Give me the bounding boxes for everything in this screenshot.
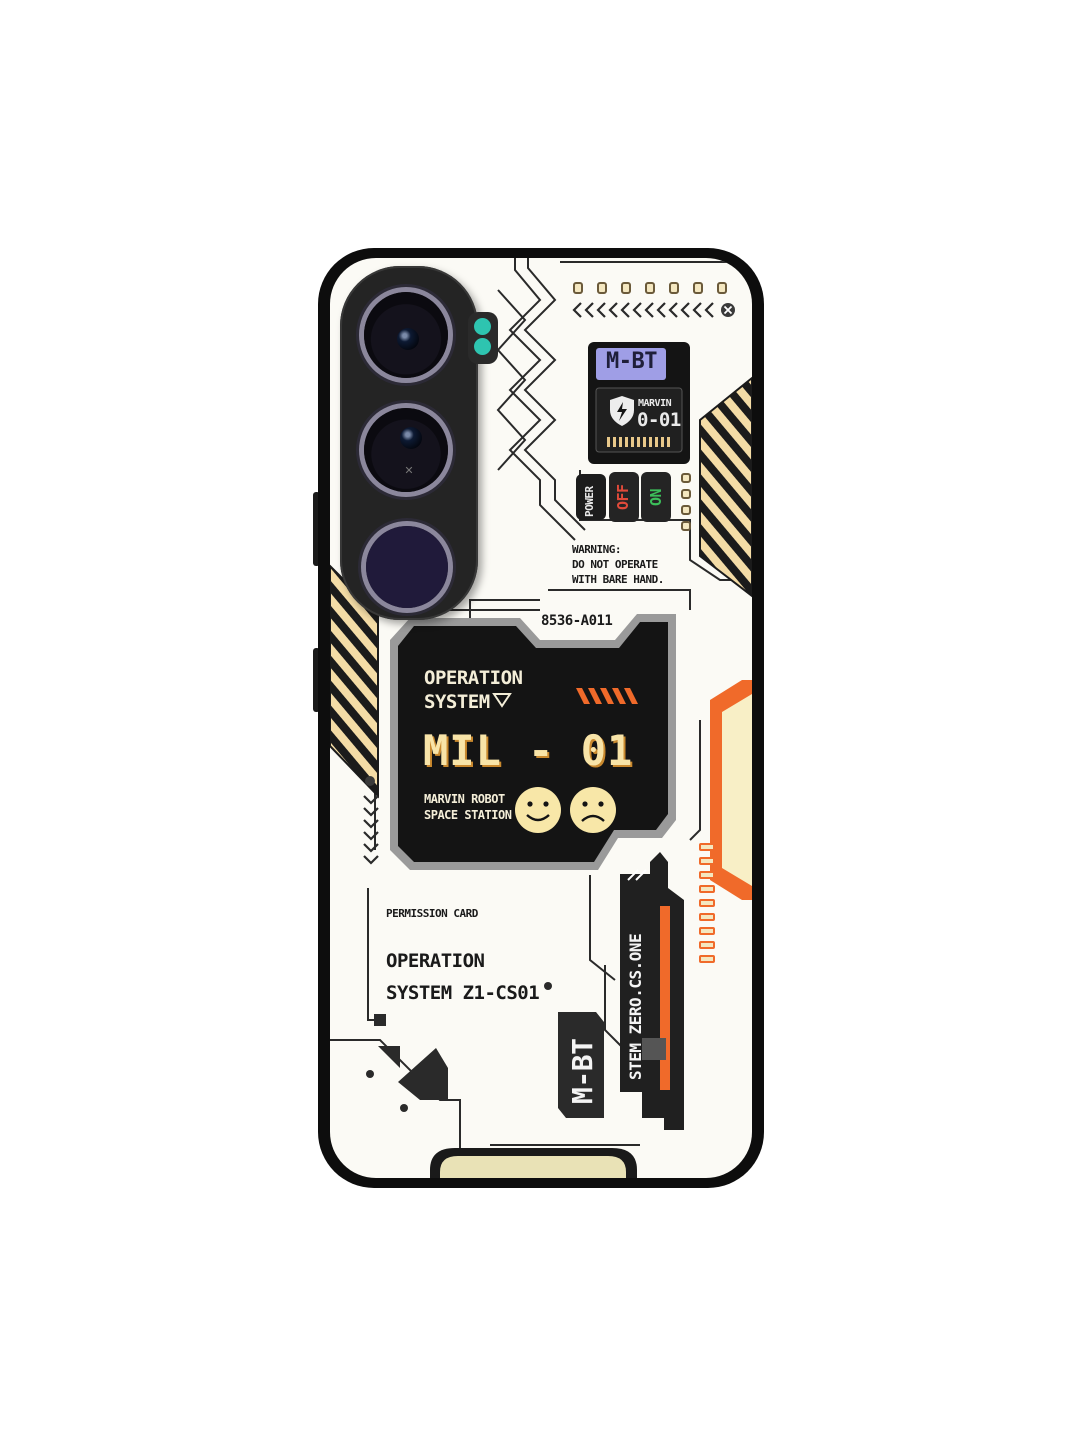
case-side-button-top [313,492,320,566]
mbt-badge [588,342,690,464]
geometric-shapes [366,982,552,1112]
os-line-1: OPERATION [424,667,523,689]
switch-off-label: OFF [614,484,632,510]
close-circle-icon [721,303,735,317]
mbt-vertical-badge [558,1012,604,1118]
camera-lens-bottom [366,526,448,608]
indicator-dots-right [681,473,691,531]
flash-led-bottom [474,338,491,355]
os-panel [390,614,676,870]
indicator-dots-column [699,843,715,963]
smiley-face-icon [515,787,561,833]
sad-face-icon [570,787,616,833]
operation-line-1: OPERATION [386,950,485,972]
bottom-tab [430,1148,637,1178]
operation-line-2: SYSTEM Z1-CS01 [386,982,540,1004]
badge-top-label: M-BT [606,349,657,374]
stem-strip [620,852,684,1130]
station-line-2: SPACE STATION [424,808,512,822]
badge-marvin-label: MARVIN [638,398,672,409]
mbt-vertical-label: M-BT [566,1038,599,1104]
switch-power-label: POWER [583,486,596,517]
serial-label: 8536-A011 [541,613,613,629]
orange-hex-panel [710,680,752,900]
switch-on-label: ON [647,488,665,506]
warning-line-3: WITH BARE HAND. [572,573,664,586]
os-line-2: SYSTEM [424,691,490,713]
switch-panel [576,472,671,522]
indicator-dots-top [573,282,727,294]
badge-code-label: 0-01 [637,409,681,431]
lightning-shield-icon [610,396,634,426]
warning-line-1: WARNING: [572,543,621,556]
permission-label: PERMISSION CARD [386,907,478,920]
os-model-label: MIL - 01 [423,726,634,775]
chevron-down-icon [363,776,379,865]
station-line-1: MARVIN ROBOT [424,792,505,806]
warning-line-2: DO NOT OPERATE [572,558,658,571]
hazard-stripes-right [699,375,752,599]
camera-sensor-middle [400,427,422,449]
camera-mark-icon: ✕ [404,465,414,477]
chevron-left-icon [572,302,714,318]
case-side-button-bottom [313,648,320,712]
flash-led-top [474,318,491,335]
camera-lens-middle [364,408,448,492]
stem-vertical-label: STEM ZERO.CS.ONE [626,933,645,1080]
camera-sensor-top [397,328,419,350]
